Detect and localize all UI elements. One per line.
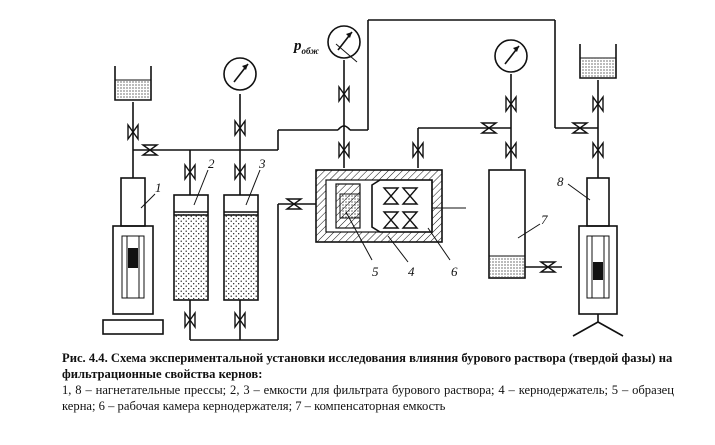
- experimental-setup-diagram: 1 2 3 4 5 6 7 8 pобж: [102, 19, 624, 341]
- label-1: 1: [155, 180, 162, 195]
- compensator-tank-7: [488, 169, 526, 279]
- label-3: 3: [258, 156, 266, 171]
- filtrate-vessel-3: [223, 194, 259, 301]
- supply-tank-right: [579, 44, 617, 79]
- leader-lines: [140, 43, 591, 263]
- filtrate-vessel-2: [173, 194, 209, 301]
- core-sample-5: [339, 193, 361, 219]
- injection-press-1: [102, 177, 164, 335]
- pressure-gauge-left: [223, 57, 257, 91]
- figure-caption: Рис. 4.4. Схема экспериментальной устано…: [62, 350, 674, 414]
- label-p-obzh: pобж: [292, 38, 319, 56]
- piping: [132, 19, 599, 341]
- label-7: 7: [541, 212, 548, 227]
- supply-tank-left: [114, 66, 152, 101]
- label-2: 2: [208, 156, 215, 171]
- caption-title: Рис. 4.4. Схема экспериментальной устано…: [62, 351, 673, 381]
- pressure-gauge-confining: [327, 25, 361, 59]
- caption-legend: 1, 8 – нагнетательные прессы; 2, 3 – емк…: [62, 383, 674, 413]
- label-4: 4: [408, 264, 415, 279]
- label-6: 6: [451, 264, 458, 279]
- label-p-sub: обж: [302, 46, 320, 56]
- label-5: 5: [372, 264, 379, 279]
- core-holder-4: [315, 169, 443, 243]
- injection-press-8: [572, 177, 624, 337]
- label-p: p: [292, 38, 302, 54]
- label-8: 8: [557, 174, 564, 189]
- pressure-gauge-right: [494, 39, 528, 73]
